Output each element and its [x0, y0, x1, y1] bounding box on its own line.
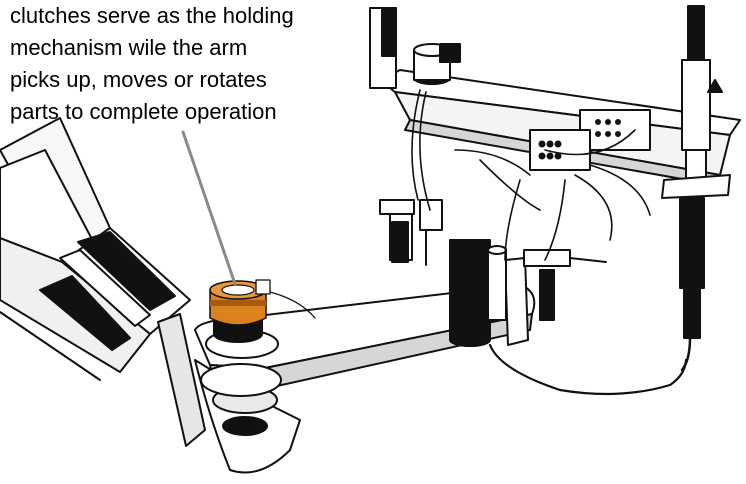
callout-line-1: clutches serve as the holding: [10, 3, 294, 28]
gripper-posts: [379, 199, 607, 347]
suction-tool: [661, 5, 731, 372]
callout-line-3: picks up, moves or rotates: [10, 67, 267, 92]
clutch: [209, 279, 316, 343]
hoses: [411, 89, 688, 396]
manifold-frame: [369, 7, 741, 186]
callout-text: clutches serve as the holding mechanism …: [10, 0, 370, 128]
telescoping-boom: [0, 117, 191, 381]
callout-line-4: parts to complete operation: [10, 99, 277, 124]
callout-line-2: mechanism wile the arm: [10, 35, 248, 60]
callout-leader-line: [181, 130, 237, 286]
